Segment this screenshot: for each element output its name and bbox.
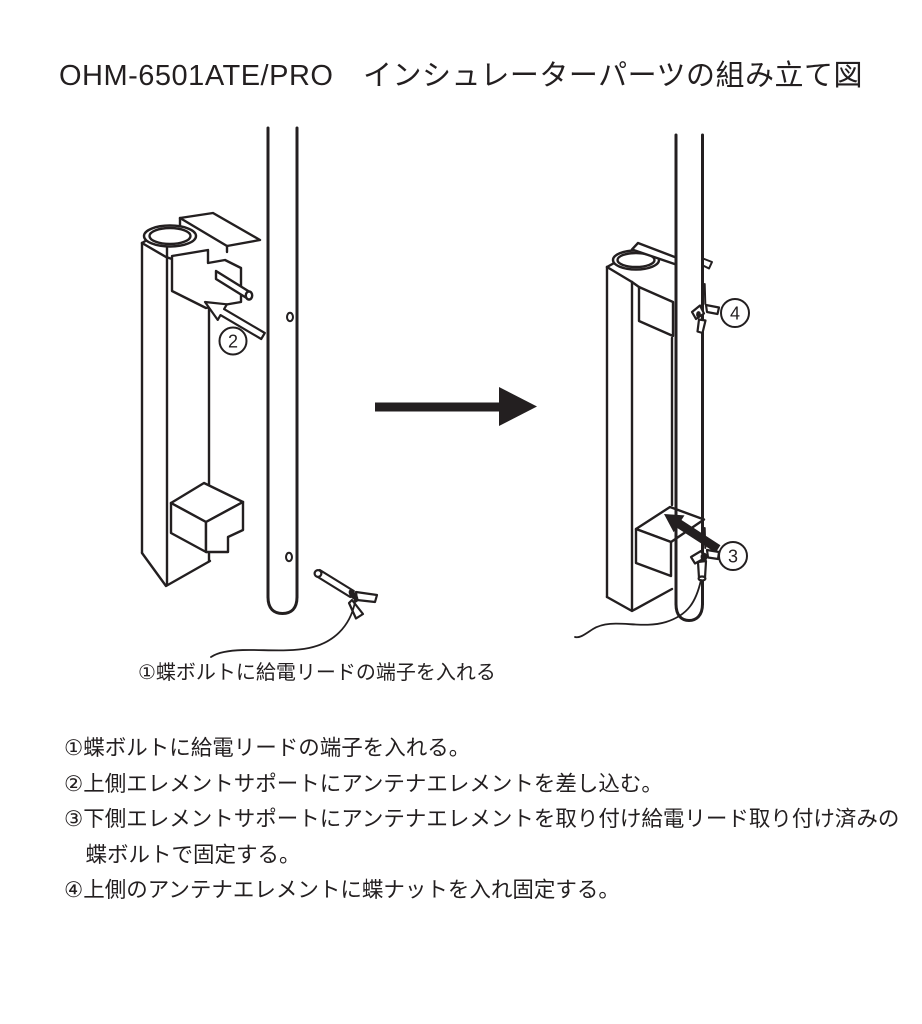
right-arrow-icon — [375, 402, 501, 412]
insulator-post-right — [605, 249, 674, 613]
left-insulator-assembly: 2 — [140, 126, 379, 658]
wing-bolt-icon — [313, 568, 379, 620]
instructions-list: ①蝶ボルトに給電リードの端子を入れる。 ②上側エレメントサポートにアンテナエレメ… — [64, 731, 899, 909]
instruction-step-1: ①蝶ボルトに給電リードの端子を入れる。 — [64, 736, 471, 760]
attach-arrow-icon — [664, 514, 721, 553]
wing-bolt-fixed-icon — [689, 548, 721, 582]
transition-arrow — [375, 387, 537, 426]
upper-element-support-left — [170, 211, 262, 310]
upper-element-support-right — [630, 241, 678, 338]
element-joint-mark-upper — [703, 283, 707, 305]
right-insulator-assembly: 4 3 — [574, 133, 750, 639]
feed-lead-wire-left — [210, 601, 356, 658]
instruction-step-4: ④上側のアンテナエレメントに蝶ナットを入れ固定する。 — [64, 878, 620, 902]
antenna-element-right — [674, 133, 704, 622]
step-badge-4-label: 4 — [730, 304, 740, 324]
insulator-post-left — [140, 224, 212, 588]
step-badge-2-label: 2 — [228, 332, 238, 352]
step-badge-3: 3 — [718, 541, 748, 571]
step-badge-4: 4 — [720, 298, 750, 328]
support-plate-edge — [702, 257, 713, 270]
element-hole-lower — [285, 551, 293, 563]
wing-nut-icon — [690, 303, 721, 335]
step-badge-2: 2 — [218, 326, 248, 356]
page-title: OHM-6501ATE/PRO インシュレーターパーツの組み立て図 — [58, 60, 864, 92]
instruction-step-3: ③下側エレメントサポートにアンテナエレメントを取り付け給電リード取り付け済みの — [64, 807, 900, 831]
instruction-step-2: ②上側エレメントサポートにアンテナエレメントを差し込む。 — [64, 771, 663, 796]
feed-lead-wire-right — [574, 579, 702, 639]
figure-caption: ①蝶ボルトに給電リードの端子を入れる — [138, 662, 496, 684]
step-badge-3-label: 3 — [728, 547, 738, 567]
instruction-step-3-continued: 蝶ボルトで固定する。 — [64, 842, 301, 867]
antenna-element-left — [266, 126, 299, 615]
insert-arrow-icon — [203, 300, 266, 341]
lower-element-support-left — [169, 481, 245, 554]
element-hole-upper — [286, 311, 294, 323]
